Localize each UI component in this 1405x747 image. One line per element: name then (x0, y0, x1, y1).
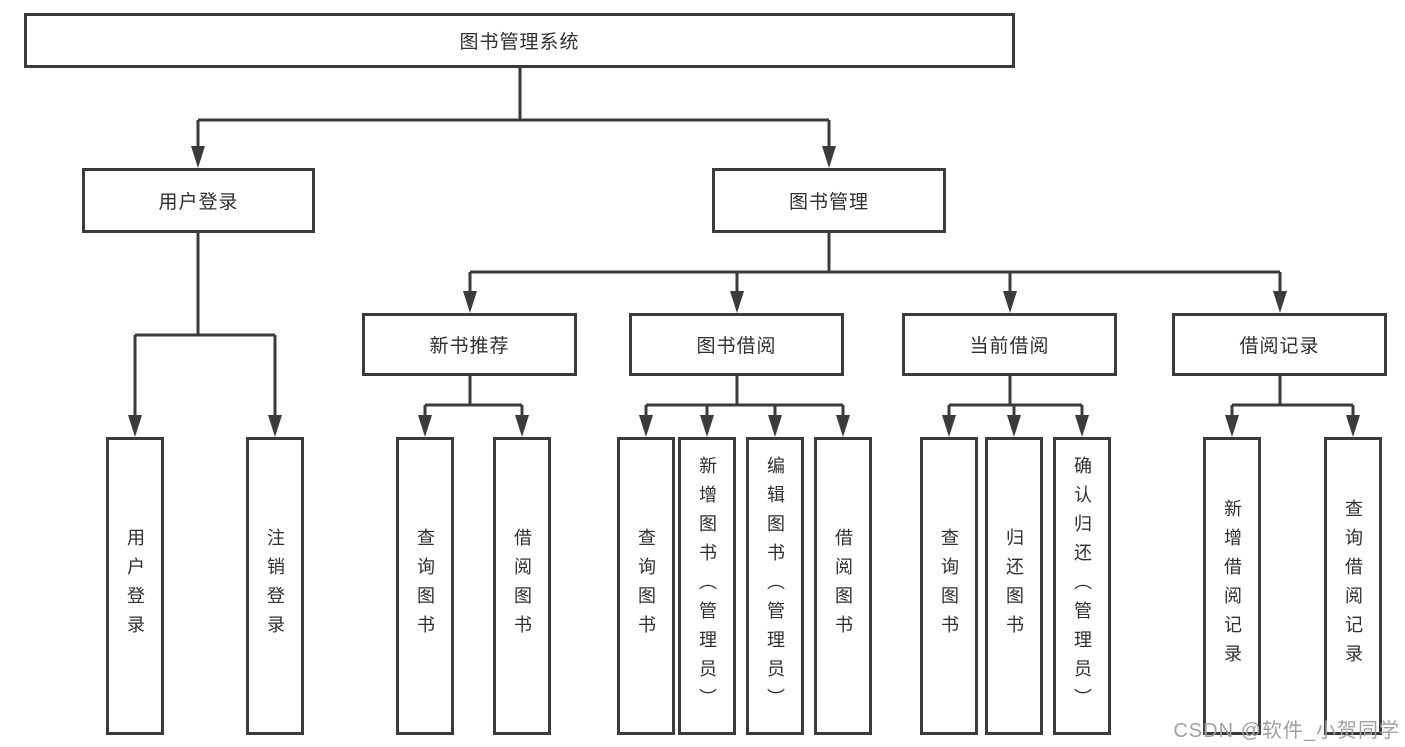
watermark: CSDN @软件_小贺同学 (1173, 720, 1400, 742)
node-book-borrow-label: 图书借阅 (696, 336, 777, 357)
node-current-borrow: 当前借阅 (902, 313, 1117, 376)
node-leaf-recommend-query-book: 查询图书 (396, 437, 454, 735)
arrowhead-icon (1225, 415, 1239, 437)
arrowhead-icon (1346, 415, 1360, 437)
node-leaf-borrow-book: 借阅图书 (814, 437, 872, 735)
node-leaf-borrow-query-book: 查询图书 (617, 437, 675, 735)
node-leaf-confirm-return-admin-label: 确认归还（管理员） (1072, 455, 1092, 717)
node-root-label: 图书管理系统 (459, 32, 580, 53)
node-leaf-user-login: 用户登录 (106, 437, 164, 735)
node-leaf-query-borrow-record: 查询借阅记录 (1324, 437, 1382, 735)
node-leaf-add-borrow-record: 新增借阅记录 (1203, 437, 1261, 735)
arrowhead-icon (942, 415, 956, 437)
node-leaf-edit-book-admin: 编辑图书（管理员） (746, 437, 804, 735)
arrowhead-icon (128, 415, 142, 437)
node-user-login: 用户登录 (82, 168, 315, 233)
node-leaf-recommend-borrow-book: 借阅图书 (493, 437, 551, 735)
node-leaf-edit-book-admin-label: 编辑图书（管理员） (765, 455, 785, 717)
node-leaf-recommend-borrow-book-label: 借阅图书 (512, 528, 532, 644)
arrowhead-icon (1075, 415, 1089, 437)
node-new-book-recommend: 新书推荐 (362, 313, 577, 376)
node-leaf-add-book-admin: 新增图书（管理员） (678, 437, 736, 735)
node-current-borrow-label: 当前借阅 (969, 336, 1050, 357)
arrowhead-icon (418, 415, 432, 437)
arrowhead-icon (700, 415, 714, 437)
arrowhead-icon (822, 146, 836, 168)
node-leaf-return-book-label: 归还图书 (1004, 528, 1024, 644)
node-leaf-confirm-return-admin: 确认归还（管理员） (1053, 437, 1111, 735)
node-leaf-logout: 注销登录 (246, 437, 304, 735)
node-book-management: 图书管理 (712, 168, 946, 233)
node-leaf-logout-label: 注销登录 (265, 528, 285, 644)
node-root: 图书管理系统 (24, 13, 1015, 68)
node-new-book-recommend-label: 新书推荐 (429, 336, 510, 357)
arrowhead-icon (1273, 291, 1287, 313)
node-book-management-label: 图书管理 (788, 192, 869, 213)
node-user-login-label: 用户登录 (158, 192, 239, 213)
node-leaf-add-book-admin-label: 新增图书（管理员） (697, 455, 717, 717)
arrowhead-icon (463, 291, 477, 313)
node-borrow-records-label: 借阅记录 (1239, 336, 1320, 357)
node-leaf-return-book: 归还图书 (985, 437, 1043, 735)
node-borrow-records: 借阅记录 (1172, 313, 1387, 376)
arrowhead-icon (768, 415, 782, 437)
node-leaf-recommend-query-book-label: 查询图书 (415, 528, 435, 644)
arrowhead-icon (515, 415, 529, 437)
arrowhead-icon (191, 146, 205, 168)
node-leaf-add-borrow-record-label: 新增借阅记录 (1222, 499, 1242, 673)
node-leaf-query-borrow-record-label: 查询借阅记录 (1343, 499, 1363, 673)
node-book-borrow: 图书借阅 (629, 313, 844, 376)
arrowhead-icon (1007, 415, 1021, 437)
arrowhead-icon (1003, 291, 1017, 313)
node-leaf-borrow-query-book-label: 查询图书 (636, 528, 656, 644)
node-leaf-borrow-book-label: 借阅图书 (833, 528, 853, 644)
arrowhead-icon (639, 415, 653, 437)
arrowhead-icon (268, 415, 282, 437)
node-leaf-current-query-book-label: 查询图书 (939, 528, 959, 644)
node-leaf-current-query-book: 查询图书 (920, 437, 978, 735)
arrowhead-icon (730, 291, 744, 313)
arrowhead-icon (836, 415, 850, 437)
node-leaf-user-login-label: 用户登录 (125, 528, 145, 644)
